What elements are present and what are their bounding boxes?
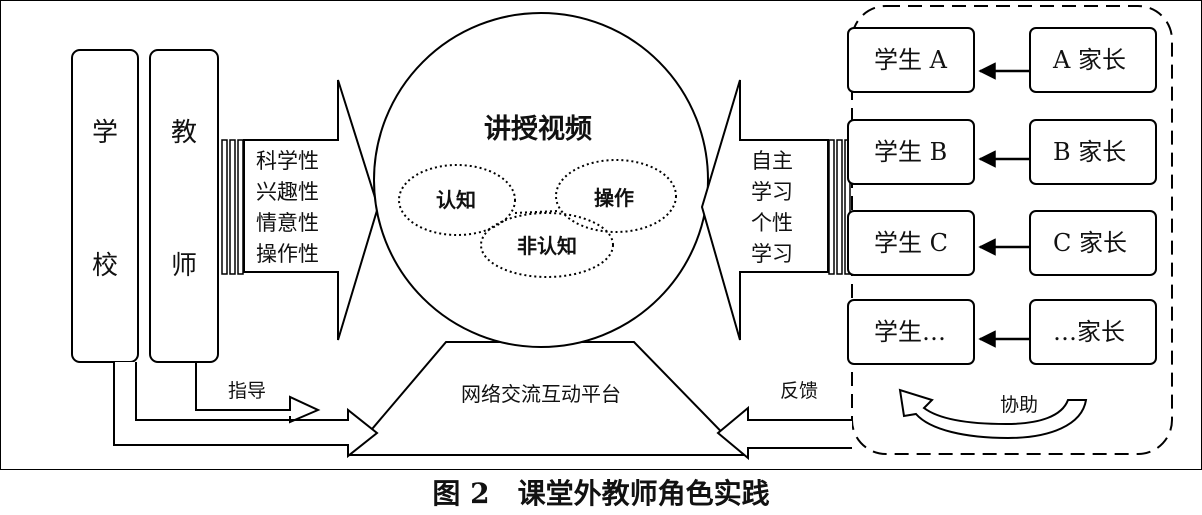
ellipse-connector <box>514 210 558 214</box>
ellipse-cognitive <box>398 164 516 236</box>
school-char-1: 学 <box>92 118 119 148</box>
figure-caption: 图 2 课堂外教师角色实践 <box>432 477 770 510</box>
platform-label: 网络交流互动平台 <box>461 382 621 406</box>
right-arrow-text: 自主 学习 个性 学习 <box>751 146 793 270</box>
left-arrow-line-1: 科学性 <box>256 149 319 173</box>
parent-box-b <box>1029 119 1157 185</box>
right-arrow-line-2: 学习 <box>751 180 793 204</box>
teacher-box <box>149 49 219 363</box>
teacher-char-1: 教 <box>171 118 198 148</box>
school-guide-arrow <box>113 362 379 459</box>
ellipse-noncognitive <box>480 212 614 278</box>
diagram-canvas: 学 校 教 师 科学性 兴趣性 情意性 操作性 讲授视频 认知 操作 非认知 网… <box>0 0 1202 470</box>
student-box-more <box>847 299 975 365</box>
parent-a-label: A 家长 <box>1053 46 1126 74</box>
student-c-label: 学生 C <box>874 229 948 257</box>
teacher-guide-arrow <box>195 362 321 424</box>
left-bar-2 <box>229 139 236 275</box>
parent-box-c <box>1029 210 1157 276</box>
left-arrow-text: 科学性 兴趣性 情意性 操作性 <box>256 146 319 270</box>
left-bar-1 <box>221 139 228 275</box>
feedback-arrow <box>716 405 852 461</box>
parent-more-label: …家长 <box>1053 318 1125 346</box>
right-arrow-line-1: 自主 <box>751 149 793 173</box>
left-arrow-line-4: 操作性 <box>256 242 319 266</box>
student-a-label: 学生 A <box>874 46 947 74</box>
assist-label: 协助 <box>1000 394 1039 416</box>
video-circle <box>373 12 709 348</box>
right-arrow-line-4: 学习 <box>751 242 793 266</box>
student-box-c <box>847 210 975 276</box>
teacher-char-2: 师 <box>171 251 198 281</box>
right-big-arrow <box>700 79 829 341</box>
student-more-label: 学生… <box>874 318 946 346</box>
right-arrow-line-3: 个性 <box>751 211 793 235</box>
feedback-label: 反馈 <box>780 380 819 402</box>
left-arrow-line-3: 情意性 <box>256 211 319 235</box>
school-char-2: 校 <box>92 251 119 281</box>
ellipse-operation <box>555 159 677 233</box>
left-big-arrow <box>243 79 380 341</box>
school-box <box>71 49 139 363</box>
left-arrow-line-2: 兴趣性 <box>256 180 319 204</box>
guide-label: 指导 <box>228 380 267 402</box>
student-box-a <box>847 27 975 93</box>
parent-box-more <box>1029 299 1157 365</box>
diagram-shapes <box>71 5 1173 461</box>
right-bar-1 <box>828 139 835 275</box>
label-noncognitive: 非认知 <box>517 234 577 258</box>
student-b-label: 学生 B <box>874 138 948 166</box>
right-bar-2 <box>836 139 843 275</box>
assist-curved-arrow <box>898 388 1088 440</box>
left-bar-3 <box>237 139 244 275</box>
parent-box-a <box>1029 27 1157 93</box>
parent-c-label: C 家长 <box>1053 229 1127 257</box>
student-box-b <box>847 119 975 185</box>
parent-b-label: B 家长 <box>1053 138 1127 166</box>
label-operation: 操作 <box>594 186 634 210</box>
label-cognitive: 认知 <box>436 188 476 212</box>
video-title: 讲授视频 <box>484 114 592 145</box>
